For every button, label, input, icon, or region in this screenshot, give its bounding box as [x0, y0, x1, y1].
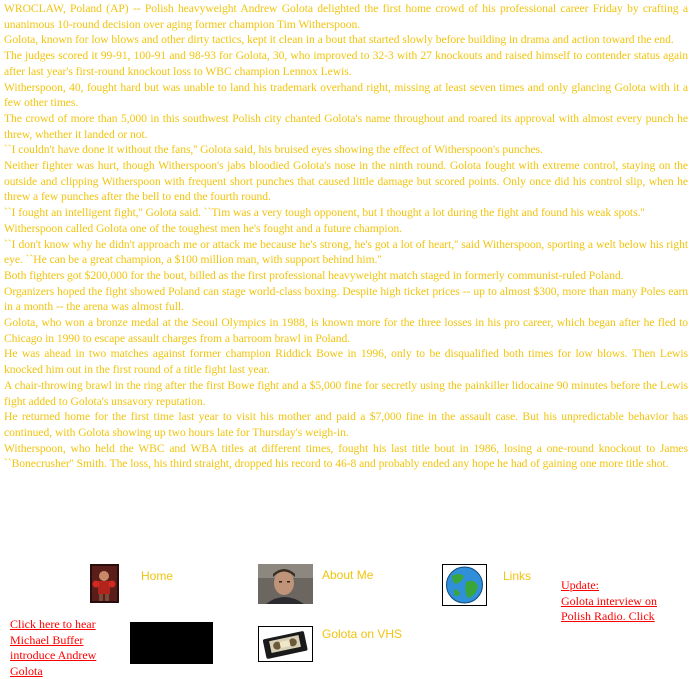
golota-on-vhs-link[interactable]: Golota on VHS: [322, 627, 403, 641]
article-paragraph: Witherspoon, who held the WBC and WBA ti…: [4, 441, 688, 471]
article-paragraph: ``I don't know why he didn't approach me…: [4, 237, 688, 267]
article-paragraph: Organizers hoped the fight showed Poland…: [4, 284, 688, 314]
about-me-link[interactable]: About Me: [322, 568, 374, 582]
article-paragraph: He was ahead in two matches against form…: [4, 347, 688, 377]
home-link[interactable]: Home: [141, 569, 174, 583]
article-paragraph: Neither fighter was hurt, though Withers…: [4, 159, 688, 204]
radio-interview-link[interactable]: Update: Golota interview on Polish Radio…: [561, 578, 677, 625]
article-paragraph: The crowd of more than 5,000 in this sou…: [4, 111, 688, 141]
article-paragraph: WROCLAW, Poland (AP) -- Polish heavyweig…: [4, 2, 688, 31]
article-paragraph: He returned home for the first time last…: [4, 410, 688, 439]
update-label: Update:: [561, 578, 599, 592]
audio-link-text: Click here to hear Michael Buffer introd…: [10, 617, 97, 678]
links-link[interactable]: Links: [503, 569, 532, 583]
update-text: Golota interview on Polish Radio. Click: [561, 593, 657, 624]
article-paragraph: Witherspoon, 40, fought hard but was una…: [4, 80, 688, 110]
article-paragraph: Witherspoon called Golota one of the tou…: [4, 221, 402, 235]
portrait-photo-icon[interactable]: [258, 564, 313, 604]
vhs-tape-icon[interactable]: [258, 626, 313, 662]
article-paragraph: A chair-throwing brawl in the ring after…: [4, 378, 688, 408]
article-paragraph: Golota, known for low blows and other di…: [4, 33, 674, 47]
article-paragraph: Both fighters got $200,000 for the bout,…: [4, 268, 624, 282]
michael-buffer-intro-link[interactable]: Click here to hear Michael Buffer introd…: [10, 617, 130, 679]
article-paragraph: ``I fought an intelligent fight,'' Golot…: [4, 206, 645, 220]
article-body: WROCLAW, Poland (AP) -- Polish heavyweig…: [4, 1, 688, 472]
article-paragraph: Golota, who won a bronze medal at the Se…: [4, 316, 688, 345]
article-paragraph: The judges scored it 99-91, 100-91 and 9…: [4, 49, 688, 78]
globe-icon[interactable]: [442, 564, 487, 606]
boxer-thumbnail-icon[interactable]: [90, 564, 119, 603]
article-paragraph: ``I couldn't have done it without the fa…: [4, 143, 543, 157]
